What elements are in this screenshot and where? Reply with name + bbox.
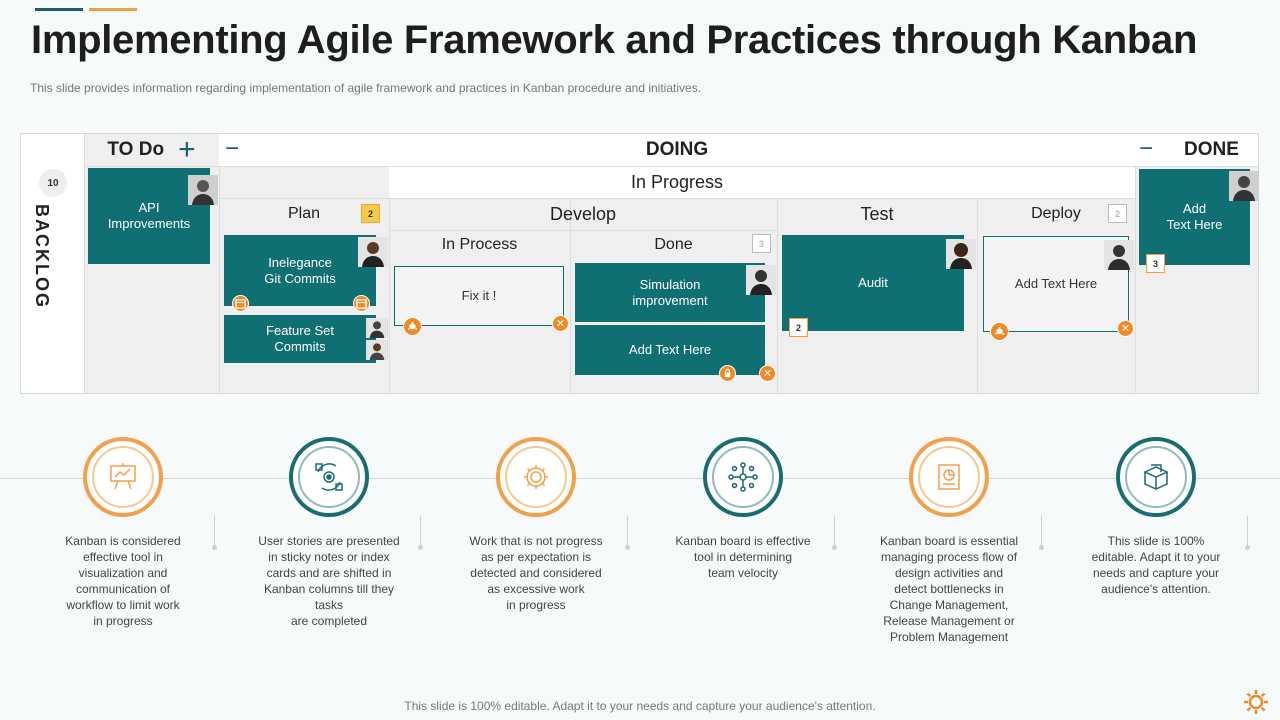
done-header: DONE	[1184, 139, 1239, 160]
plan-header: Plan	[287, 205, 321, 222]
card-simulation-improvement[interactable]: Simulation improvement	[575, 263, 765, 322]
backlog-label: BACKLOG	[32, 204, 52, 309]
done-count-badge: 3	[1146, 254, 1165, 273]
step-5: Kanban board is essential managing proce…	[864, 437, 1034, 645]
step-4: Kanban board is effective tool in determ…	[658, 437, 828, 581]
workflow-cycle-icon	[315, 463, 343, 491]
step-text: Work that is not progress as per expecta…	[469, 534, 603, 612]
title-accent-lines	[35, 8, 137, 11]
card-audit[interactable]: Audit	[782, 235, 964, 331]
gear-logo-icon	[1244, 690, 1268, 714]
divider	[212, 516, 217, 550]
calendar-icon[interactable]	[353, 295, 370, 312]
avatar	[946, 239, 976, 269]
deploy-wip-badge: 2	[1108, 204, 1127, 223]
step-text: User stories are presented in sticky not…	[258, 534, 400, 628]
avatar	[366, 318, 388, 338]
step-text: This slide is 100% editable. Adapt it to…	[1091, 534, 1221, 596]
in-progress-header: In Progress	[630, 171, 724, 192]
collapse-doing-icon[interactable]: −	[225, 135, 240, 162]
gear-icon	[524, 465, 548, 489]
deploy-header: Deploy	[1031, 205, 1081, 222]
document-chart-icon	[938, 464, 960, 490]
card-feature-set-commits[interactable]: Feature Set Commits	[224, 315, 376, 363]
presentation-board-icon	[110, 463, 136, 490]
avatar	[746, 265, 776, 295]
avatar	[188, 175, 218, 205]
step-text: Kanban board is effective tool in determ…	[675, 534, 811, 580]
test-header: Test	[860, 203, 894, 224]
avatar	[1229, 171, 1259, 201]
divider	[832, 516, 837, 550]
develop-header: Develop	[549, 203, 617, 224]
divider	[1245, 516, 1250, 550]
turtle-icon[interactable]	[990, 322, 1009, 341]
card-fix-it[interactable]: Fix it !	[394, 266, 564, 326]
step-2: User stories are presented in sticky not…	[244, 437, 414, 629]
lock-icon[interactable]	[719, 365, 736, 382]
step-text: Kanban board is essential managing proce…	[879, 534, 1019, 644]
step-6: This slide is 100% editable. Adapt it to…	[1071, 437, 1241, 597]
timeline-line	[0, 478, 1280, 479]
page-subtitle: This slide provides information regardin…	[30, 81, 702, 95]
test-count-badge: 2	[789, 318, 808, 337]
close-icon[interactable]: ✕	[759, 365, 776, 382]
plan-wip-badge: 2	[361, 204, 380, 223]
doing-header: DOING	[645, 139, 709, 160]
card-add-text-here[interactable]: Add Text Here	[575, 325, 765, 375]
divider	[418, 516, 423, 550]
todo-header: TO Do +	[107, 133, 196, 166]
turtle-icon[interactable]	[403, 317, 422, 336]
step-3: Work that is not progress as per expecta…	[451, 437, 621, 613]
avatar	[366, 340, 388, 360]
open-box-icon	[1143, 464, 1169, 490]
page-title: Implementing Agile Framework and Practic…	[31, 18, 1198, 62]
close-icon[interactable]: ✕	[552, 315, 569, 332]
calendar-icon[interactable]	[232, 295, 249, 312]
avatar	[1104, 240, 1134, 270]
divider	[625, 516, 630, 550]
card-inelegance-git-commits[interactable]: Inelegance Git Commits	[224, 235, 376, 306]
done-sub-header: Done	[654, 236, 693, 253]
kanban-board: 10 BACKLOG TO Do + − DOING − DONE In Pro…	[20, 133, 1259, 394]
divider	[1039, 516, 1044, 550]
in-process-header: In Process	[441, 236, 518, 253]
done-wip-badge: 3	[752, 234, 771, 253]
collapse-done-icon[interactable]: −	[1139, 135, 1154, 162]
close-icon[interactable]: ✕	[1117, 320, 1134, 337]
step-1: Kanban is considered effective tool in v…	[38, 437, 208, 629]
backlog-count-badge: 10	[39, 169, 67, 197]
add-icon[interactable]: +	[178, 133, 196, 166]
avatar	[358, 237, 388, 267]
step-text: Kanban is considered effective tool in v…	[65, 534, 181, 628]
footer-text: This slide is 100% editable. Adapt it to…	[404, 699, 876, 713]
network-hub-icon	[728, 462, 758, 492]
